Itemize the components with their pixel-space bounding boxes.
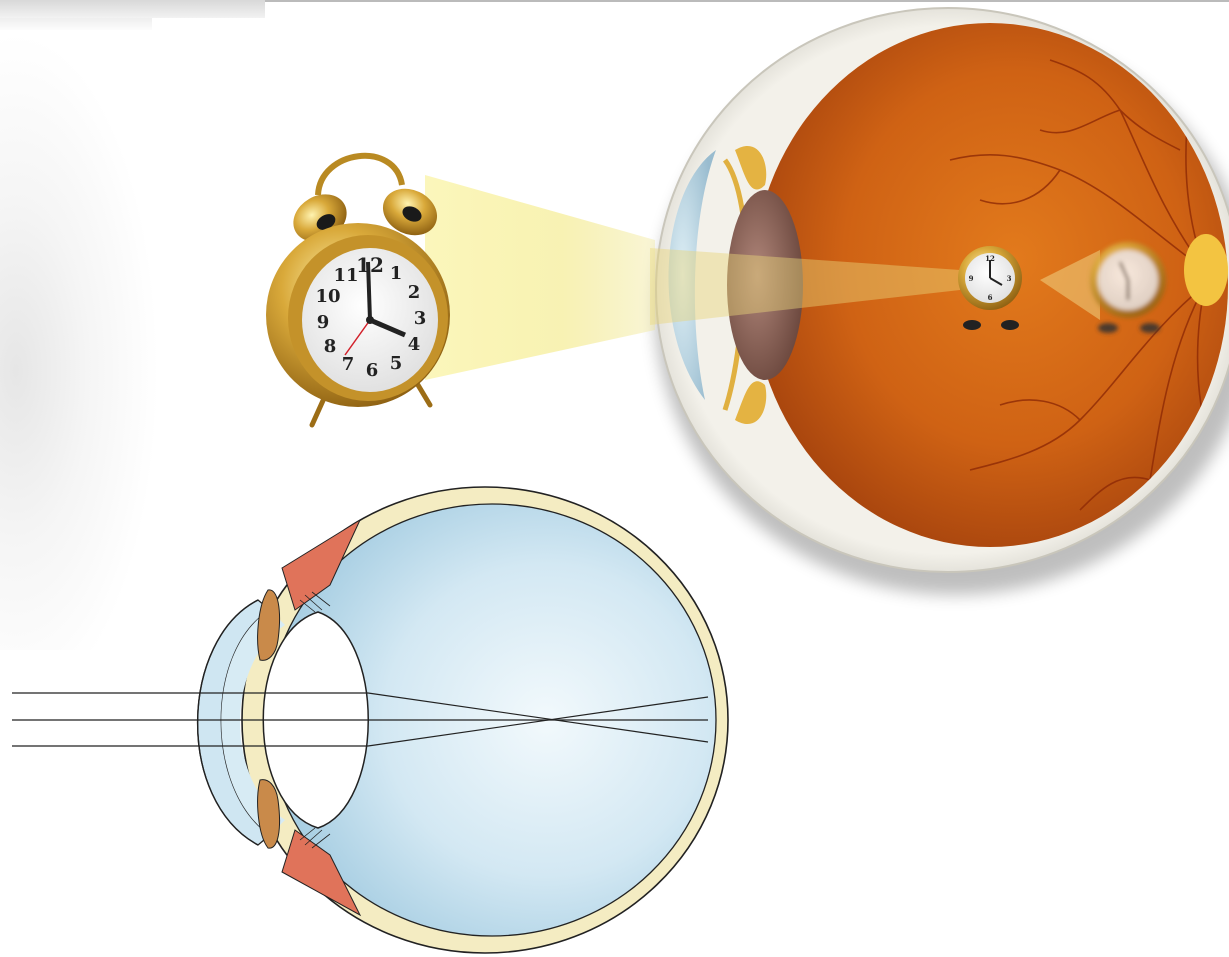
clock-numeral: 7 (342, 354, 355, 375)
clock-numeral: 10 (315, 286, 340, 307)
optic-disc (1184, 234, 1228, 306)
clock-numeral: 6 (366, 360, 379, 381)
clock-numeral: 2 (408, 282, 421, 303)
clock-handle (318, 156, 402, 195)
focused-clock-numeral: 12 (985, 254, 995, 263)
clock-numeral: 9 (317, 312, 330, 333)
focused-clock-numeral: 6 (988, 293, 993, 302)
clock-numeral: 1 (390, 263, 403, 284)
clock-numeral: 8 (324, 336, 337, 357)
clock-numeral: 11 (333, 265, 358, 286)
clock-numeral: 4 (408, 334, 421, 355)
clock-numeral: 5 (390, 353, 403, 374)
eyeball-cutaway: 12 3 6 9 (650, 8, 1229, 595)
light-beam (425, 175, 655, 380)
focused-clock-numeral: 3 (1007, 274, 1012, 283)
alarm-clock: 12 1 2 3 4 5 6 7 8 9 10 11 (266, 156, 450, 425)
clock-numeral: 3 (414, 308, 427, 329)
clock-minute-hand (368, 262, 370, 320)
focused-clock-numeral: 9 (969, 274, 974, 283)
clock-center (366, 316, 374, 324)
eye-cross-section (12, 487, 728, 953)
